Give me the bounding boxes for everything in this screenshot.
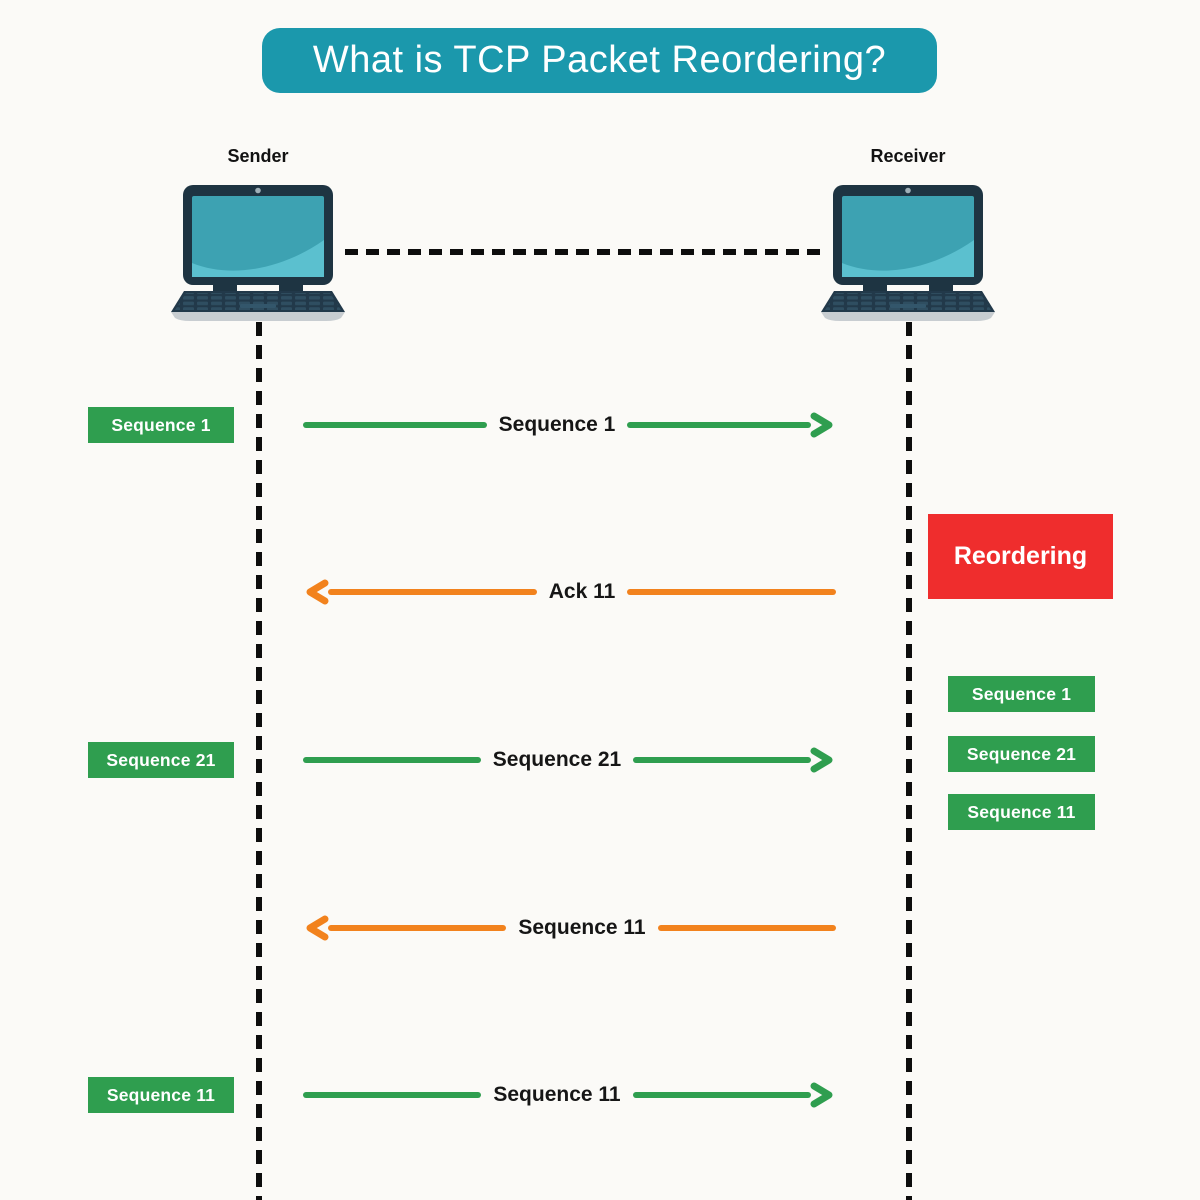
arrowhead-left-icon: [306, 915, 329, 941]
arrow-line: [627, 422, 812, 428]
sender-laptop-icon: [168, 183, 348, 323]
sender-packet-badge: Sequence 1: [88, 407, 234, 443]
arrowhead-right-icon: [810, 1082, 833, 1108]
message-label: Sequence 1: [498, 413, 616, 436]
message-label: Sequence 21: [492, 748, 622, 771]
arrow-line: [328, 925, 507, 931]
sender-packet-badge: Sequence 21: [88, 742, 234, 778]
receiver-laptop-icon: [818, 183, 998, 323]
receiver-label: Receiver: [870, 146, 946, 166]
message-label: Ack 11: [548, 580, 616, 603]
arrowhead-left-icon: [306, 579, 329, 605]
reordering-badge-label: Reordering: [953, 542, 1088, 570]
page-title: What is TCP Packet Reordering?: [262, 28, 937, 93]
arrow-line: [303, 1092, 482, 1098]
arrow-line: [632, 1092, 811, 1098]
receiver-buffer-badge: Sequence 11: [948, 794, 1095, 830]
message-arrow-ack-11: Ack 11: [303, 576, 836, 608]
receiver-lifeline: [906, 322, 912, 1200]
arrowhead-right-icon: [810, 747, 833, 773]
arrow-line: [328, 589, 537, 595]
page-title-text: What is TCP Packet Reordering?: [312, 39, 887, 81]
message-arrow-sequence-11-retransmit: Sequence 11: [303, 1079, 836, 1111]
receiver-buffer-badge: Sequence 1: [948, 676, 1095, 712]
message-arrow-sequence-11-return: Sequence 11: [303, 912, 836, 944]
arrow-line: [633, 757, 811, 763]
arrowhead-right-icon: [810, 412, 833, 438]
message-arrow-sequence-21: Sequence 21: [303, 744, 836, 776]
reordering-badge: Reordering: [928, 514, 1113, 599]
arrow-line: [627, 589, 836, 595]
arrow-line: [303, 422, 487, 428]
message-arrow-sequence-1: Sequence 1: [303, 409, 836, 441]
message-label: Sequence 11: [518, 916, 646, 939]
network-link-dashed-line: [345, 249, 823, 255]
sender-label: Sender: [227, 146, 289, 166]
receiver-buffer-badge: Sequence 21: [948, 736, 1095, 772]
message-label: Sequence 11: [493, 1083, 621, 1106]
arrow-line: [303, 757, 481, 763]
arrow-line: [657, 925, 836, 931]
sender-lifeline: [256, 322, 262, 1200]
sender-packet-badge: Sequence 11: [88, 1077, 234, 1113]
